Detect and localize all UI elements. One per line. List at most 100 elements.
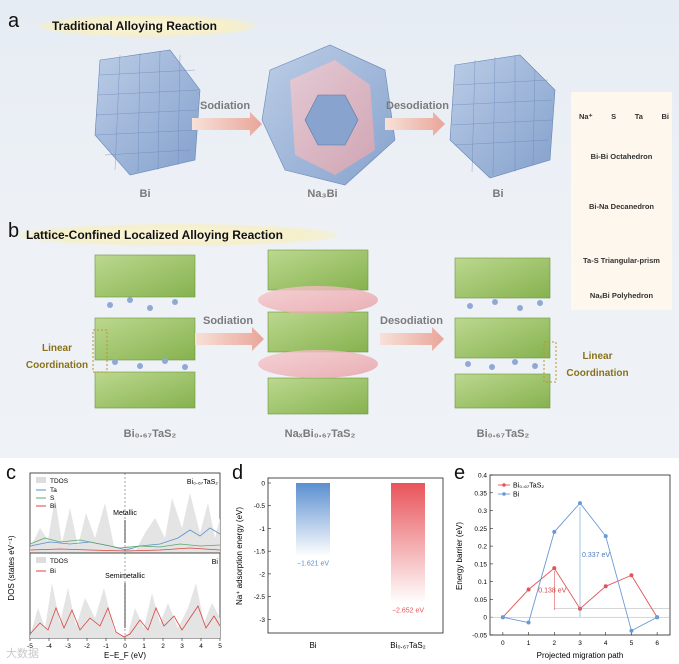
- adsorption-ytick-label: -2: [259, 571, 265, 578]
- dos-top-title: Bi₀.₆₇TaS₂: [187, 479, 218, 486]
- caption-bts-left: Bi₀.₆₇TaS₂: [123, 428, 177, 440]
- barrier-bts-annotation: 0.138 eV: [538, 587, 566, 594]
- dos-top-bi-line: [29, 547, 221, 552]
- panel-b-banner: [18, 224, 338, 246]
- sodiation-label-a: Sodiation: [200, 100, 251, 112]
- barrier-ylabel: Energy barrier (eV): [455, 522, 464, 590]
- barrier-xtick-label: 1: [527, 640, 531, 647]
- barrier-ytick-label: 0.4: [478, 473, 487, 480]
- legend-atom-bi: Bi: [661, 112, 670, 121]
- panel-e-letter: e: [454, 462, 466, 484]
- dos-xlabel: E−E_F (eV): [104, 651, 146, 660]
- barrier-point: [655, 615, 660, 620]
- barrier-point: [629, 573, 634, 578]
- naxbts-structure: [258, 249, 378, 415]
- adsorption-yticks: 0-0.5-1-1.5-2-2.5-3: [254, 481, 271, 624]
- barrier-legend-marker: [502, 492, 506, 496]
- desodiation-arrow-b: [380, 327, 444, 351]
- adsorption-bar-value: −2.652 eV: [392, 608, 424, 615]
- dos-ylabel: DOS (states eV⁻¹): [7, 535, 16, 600]
- linear-coordination-right: Linear Coordination: [560, 348, 635, 382]
- adsorption-bar-value: −1.621 eV: [297, 561, 329, 568]
- barrier-xtick-label: 5: [630, 640, 634, 647]
- linear-right-line2: Coordination: [566, 368, 629, 379]
- barrier-point: [603, 534, 608, 539]
- barrier-series: 0.337 eV 0.138 eV: [500, 501, 660, 633]
- panel-a-banner: [40, 15, 255, 37]
- adsorption-ytick-label: -3: [259, 617, 265, 624]
- dos-xtick-label: -2: [84, 643, 90, 650]
- barrier-legend-label: Bi: [513, 492, 520, 499]
- barrier-point: [526, 587, 531, 592]
- bts-structure-left: [94, 254, 196, 409]
- legend-item-octahedron: Bi-Bi Octahedron: [590, 152, 653, 161]
- caption-na3bi: Na₃Bi: [307, 188, 338, 200]
- dos-top-legend-tdos: TDOS: [50, 478, 69, 485]
- dos-top-legend-bi: Bi: [50, 503, 56, 510]
- barrier-point: [500, 615, 505, 620]
- barrier-ytick-label: -0.05: [472, 633, 487, 640]
- legend-item-polyhedron: NaₓBi Polyhedron: [589, 291, 654, 300]
- dos-xtick-label: -1: [103, 643, 109, 650]
- dos-xtick-label: -3: [65, 643, 71, 650]
- dos-xtick-label: 3: [180, 643, 184, 650]
- barrier-point: [552, 566, 557, 571]
- dos-top-legend-s: S: [50, 495, 55, 502]
- legend-item-prism: Ta-S Triangular-prism: [583, 256, 660, 265]
- caption-bts-right: Bi₀.₆₇TaS₂: [476, 428, 530, 440]
- barrier-xlabel: Projected migration path: [537, 651, 624, 660]
- barrier-legend-label: Bi₀.₆₇TaS₂: [513, 483, 544, 490]
- dos-xtick-label: -5: [27, 643, 33, 650]
- bi-crystal-right: [449, 54, 556, 179]
- panel-a-title: Traditional Alloying Reaction: [52, 19, 217, 33]
- na3bi-crystal: [261, 44, 396, 186]
- dos-xtick-label: 0: [123, 643, 127, 650]
- desodiation-arrow-a: [385, 112, 445, 136]
- barrier-xtick-label: 6: [655, 640, 659, 647]
- barrier-xtick-label: 0: [501, 640, 505, 647]
- adsorption-ylabel: Na⁺ adsorption energy (eV): [235, 507, 244, 605]
- adsorption-ytick-label: -0.5: [254, 503, 266, 510]
- panel-d-letter: d: [232, 462, 244, 484]
- barrier-ytick-label: 0.3: [478, 508, 487, 515]
- barrier-legend: Bi₀.₆₇TaS₂ Bi: [498, 483, 544, 499]
- dos-bottom-title: Bi: [212, 559, 219, 566]
- panel-b-title: Lattice-Confined Localized Alloying Reac…: [26, 228, 283, 242]
- barrier-point: [526, 620, 531, 625]
- dos-top-note: Metallic: [113, 510, 137, 517]
- barrier-xtick-label: 2: [552, 640, 556, 647]
- panel-b-letter: b: [8, 220, 20, 242]
- dos-bottom-legend-tdos-swatch: [36, 557, 46, 563]
- dos-xtick-label: 4: [199, 643, 203, 650]
- adsorption-bar: [296, 483, 330, 557]
- dos-xtick-label: 5: [218, 643, 222, 650]
- dos-bottom-legend-bi: Bi: [50, 568, 56, 575]
- panel-a-letter: a: [8, 10, 20, 32]
- adsorption-ytick-label: -1: [259, 526, 265, 533]
- barrier-bi-annotation: 0.337 eV: [582, 552, 610, 559]
- adsorption-chart: Na⁺ adsorption energy (eV) 0-0.5-1-1.5-2…: [235, 477, 444, 650]
- barrier-ytick-label: 0.15: [474, 561, 487, 568]
- sodiation-arrow-b: [195, 327, 264, 351]
- barrier-point: [603, 584, 608, 589]
- legend-item-decanedron: Bi-Na Decanedron: [588, 202, 654, 211]
- legend-atom-ta: Ta: [634, 112, 643, 121]
- caption-bi-left: Bi: [139, 188, 151, 200]
- dos-bottom-bi-line: [29, 605, 221, 638]
- panel-c-letter: c: [6, 462, 16, 484]
- adsorption-category-label: Bi: [309, 641, 316, 650]
- barrier-point: [552, 529, 557, 534]
- barrier-ytick-label: 0.05: [474, 597, 487, 604]
- watermark-logo: 大数据: [6, 648, 39, 660]
- barrier-ytick-label: 0.2: [478, 544, 487, 551]
- legend-atom-na: Na⁺: [579, 112, 593, 121]
- barrier-ytick-label: 0.1: [478, 579, 487, 586]
- linear-box-right: [543, 341, 557, 383]
- bi-crystal-left: [94, 49, 201, 176]
- dos-bottom-legend-tdos: TDOS: [50, 558, 69, 565]
- dos-top-s-line: [29, 537, 221, 549]
- linear-coordination-left: Linear Coordination: [22, 340, 92, 374]
